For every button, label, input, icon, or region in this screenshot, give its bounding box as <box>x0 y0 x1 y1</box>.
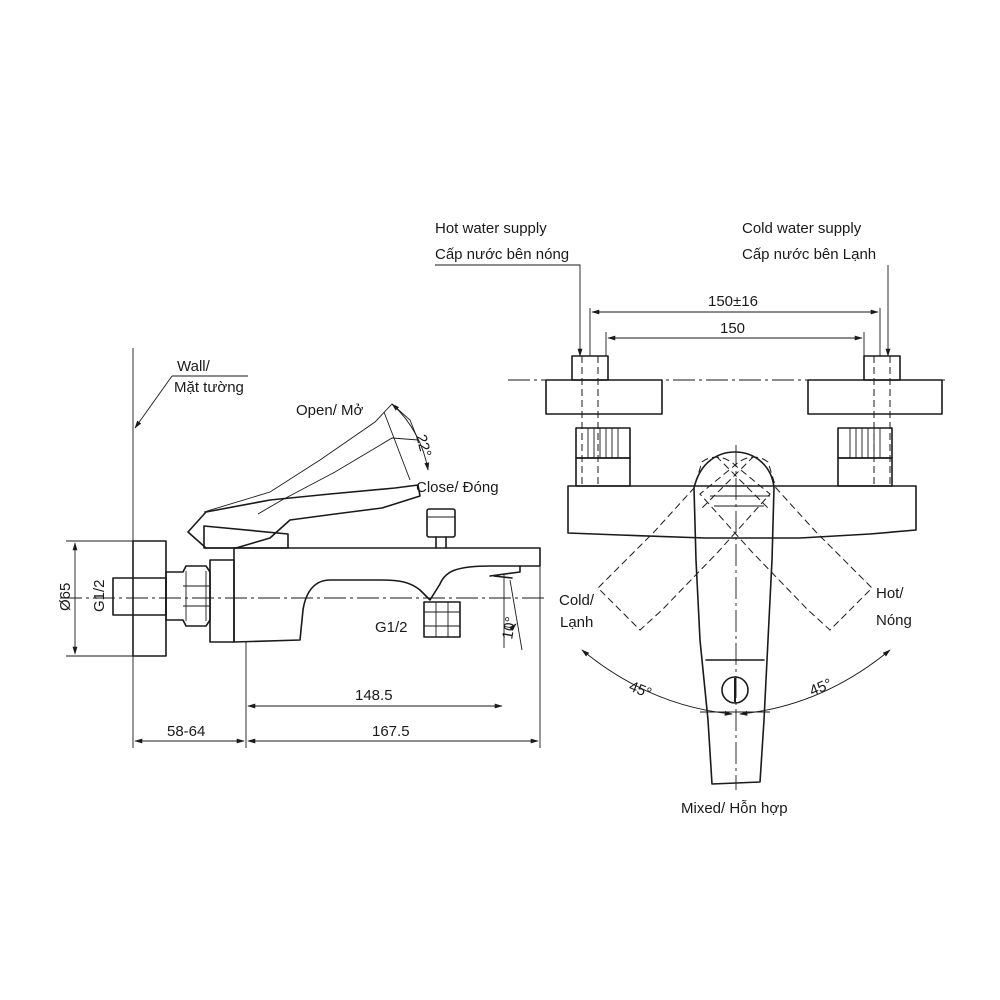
cold-supply-label: Cold water supply <box>742 220 862 237</box>
lever-cold-position <box>597 456 771 631</box>
dim-150-label: 150 <box>720 320 745 337</box>
hot-supply-label-vi: Cấp nước bên nóng <box>435 246 569 263</box>
front-view: Hot water supply Cấp nước bên nóng Cold … <box>435 220 945 817</box>
lever-angle-arc <box>391 403 430 471</box>
wall-leader <box>134 375 173 429</box>
angle-left-label: 45° <box>627 678 654 702</box>
cold-supply-label-vi: Cấp nước bên Lạnh <box>742 246 876 263</box>
spout-outlet <box>489 565 521 579</box>
cold-escutcheon <box>807 379 943 415</box>
mixed-label: Mixed/ Hỗn hợp <box>681 800 788 817</box>
hot-label-vi: Nóng <box>876 612 912 629</box>
lever-open <box>203 403 419 515</box>
cold-label: Cold/ <box>559 592 595 609</box>
shower-outlet-nut <box>423 601 461 638</box>
diameter-label: Ø65 <box>57 583 74 611</box>
hot-supply-label: Hot water supply <box>435 220 547 237</box>
dim-5864-label: 58-64 <box>167 723 205 740</box>
hot-supply-leader <box>435 264 583 357</box>
cold-label-vi: Lạnh <box>560 614 593 631</box>
inlet-pipe <box>112 577 167 616</box>
wall-label-vi: Mặt tường <box>174 379 244 396</box>
cold-connector-nut <box>837 427 893 487</box>
wall-label: Wall/ <box>177 358 211 375</box>
angle-arc-left <box>581 649 733 716</box>
outlet-thread-label: G1/2 <box>375 619 408 636</box>
faucet-body <box>233 547 541 643</box>
close-label: Close/ Đóng <box>416 479 499 496</box>
lever-hot-position <box>699 456 873 631</box>
spout-angle-label: 10° <box>499 615 520 640</box>
dim-167-label: 167.5 <box>372 723 410 740</box>
escutcheon <box>132 540 167 657</box>
lever-angle-label: 22° <box>412 433 434 459</box>
dim-148-label: 148.5 <box>355 687 393 704</box>
side-view: Wall/ Mặt tường Ø65 G1/2 22° Open/ <box>57 348 545 748</box>
diverter-knob <box>426 508 456 538</box>
hot-label: Hot/ <box>876 585 904 602</box>
angle-right-label: 45° <box>807 675 834 699</box>
lever-closed <box>187 484 421 549</box>
hot-escutcheon <box>545 379 663 415</box>
connector-nut <box>165 565 211 627</box>
hot-connector-nut <box>575 427 631 487</box>
inlet-thread-label: G1/2 <box>91 579 108 612</box>
dim-150tol-label: 150±16 <box>708 293 758 310</box>
front-body <box>567 485 917 539</box>
lever-mixed <box>693 451 775 785</box>
angle-arc-right <box>739 649 891 716</box>
open-label: Open/ Mở <box>296 402 364 419</box>
